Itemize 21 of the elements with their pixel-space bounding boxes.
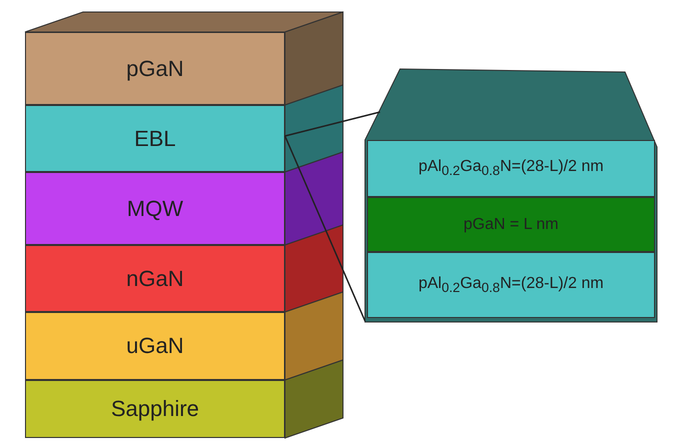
layer-label: Sapphire bbox=[110, 396, 200, 422]
layer bbox=[25, 312, 285, 380]
leader-line bbox=[284, 136, 366, 322]
layer bbox=[367, 197, 655, 252]
layer-label: EBL bbox=[134, 126, 176, 152]
layer bbox=[25, 380, 285, 438]
layer bbox=[367, 140, 655, 197]
layer bbox=[25, 245, 285, 312]
layer-label: pAl$_{0.2}$Ga$_{0.8}$N=(28-L)/2 nm bbox=[418, 158, 604, 179]
layer-label: MQW bbox=[126, 196, 184, 222]
layer-label: pAl$_{0.2}$Ga$_{0.8}$N=(28-L)/2 nm bbox=[418, 274, 604, 296]
layer bbox=[25, 32, 285, 105]
zoomed-layer-block bbox=[364, 68, 658, 323]
layer bbox=[25, 172, 285, 245]
layer bbox=[367, 252, 655, 318]
layer-label: uGaN bbox=[126, 333, 184, 359]
layer-label: pGaN = L nm bbox=[463, 216, 558, 234]
layer bbox=[25, 105, 285, 172]
layer-label: pGaN bbox=[126, 56, 184, 82]
layer-label: nGaN bbox=[126, 266, 184, 292]
leader-line bbox=[284, 111, 380, 137]
